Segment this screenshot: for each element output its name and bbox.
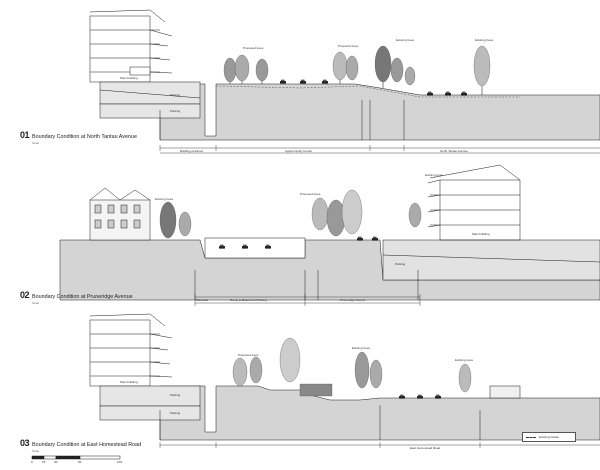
section-01-trees (223, 45, 491, 87)
section-01-number: 01 (20, 130, 30, 140)
scale-tick: 100' (117, 460, 123, 464)
section-01-level-label: Parking (170, 109, 181, 113)
section-03-tree-label: Proposed trees (238, 353, 259, 357)
section-01-tree-label: Proposed trees (338, 44, 359, 48)
section-02-tree-label: Existing trees (425, 173, 444, 177)
scale-tick: 0 (31, 460, 33, 464)
legend-label: Existing Grade (539, 435, 559, 439)
section-02-ramp (204, 237, 306, 259)
section-01-level-label: Parking (170, 93, 181, 97)
section-03-number: 03 (20, 438, 30, 448)
section-02-house (89, 187, 151, 241)
section-01-dim-label: Building entrance (180, 149, 204, 153)
section-02-dim-label: Pruneridge Avenue (340, 298, 366, 302)
section-03-house (489, 385, 521, 399)
section-01-tree-trunks (229, 80, 483, 95)
section-01-dim-label: North Tantau Avenue (440, 149, 468, 153)
section-01-tree-label: Existing trees (396, 38, 415, 42)
section-02-tree-label: Proposed trees (300, 192, 321, 196)
section-03-dim-label: East Homestead Road (410, 446, 441, 450)
legend-swatch (526, 436, 536, 438)
section-01-tree-label: Existing trees (475, 38, 494, 42)
section-02-building (427, 164, 521, 241)
section-01-title: Boundary Condition at North Tantau Avenu… (32, 134, 137, 140)
section-01 (89, 9, 600, 154)
section-02-trees (159, 189, 422, 239)
scale-tick: 15' (42, 460, 46, 464)
section-03-tree-label: Existing trees (352, 346, 371, 350)
scale-tick: 30' (54, 460, 58, 464)
section-03-building (89, 313, 201, 421)
section-02-dimension (194, 294, 421, 306)
scale-bar (31, 455, 121, 460)
section-02-scale: Scale (32, 301, 39, 305)
section-01-level-label: Main building (120, 76, 138, 80)
section-03-tree-label: Existing trees (455, 358, 474, 362)
section-03-dimension (159, 442, 600, 448)
section-03 (89, 313, 600, 448)
legend: Existing Grade (522, 432, 576, 442)
section-01-building (89, 9, 201, 119)
section-03-level-label: Main building (120, 380, 138, 384)
section-01-existing-grade (215, 85, 520, 98)
section-03-scale: Scale (32, 449, 39, 453)
section-03-level-label: Parking (170, 393, 181, 397)
section-02-level-label: Parking (395, 262, 406, 266)
section-02-garage (382, 239, 600, 281)
section-01-dimension (159, 145, 600, 154)
section-02-dim-label: Ramp to Basement Parking (230, 298, 267, 302)
section-02-tree-label: Existing trees (155, 197, 174, 201)
section-03-level-label: Parking (170, 411, 181, 415)
section-02-level-label: Main building (472, 232, 490, 236)
section-03-trees (232, 337, 472, 397)
section-02-title: Boundary Condition at Pruneridge Avenue (32, 294, 133, 300)
section-03-title: Boundary Condition at East Homestead Roa… (32, 442, 142, 448)
section-01-markers (159, 100, 405, 140)
section-02-dim-label: Sidewalk (196, 298, 209, 302)
section-01-tree-label: Proposed trees (243, 46, 264, 50)
section-01-scale: Scale (32, 141, 39, 145)
section-01-ground (159, 83, 600, 141)
section-01-dim-label: Apple Family Center (285, 149, 313, 153)
section-02-number: 02 (20, 290, 30, 300)
section-03-markers (159, 405, 481, 440)
section-02 (59, 164, 600, 306)
scale-tick: 60' (78, 460, 82, 464)
